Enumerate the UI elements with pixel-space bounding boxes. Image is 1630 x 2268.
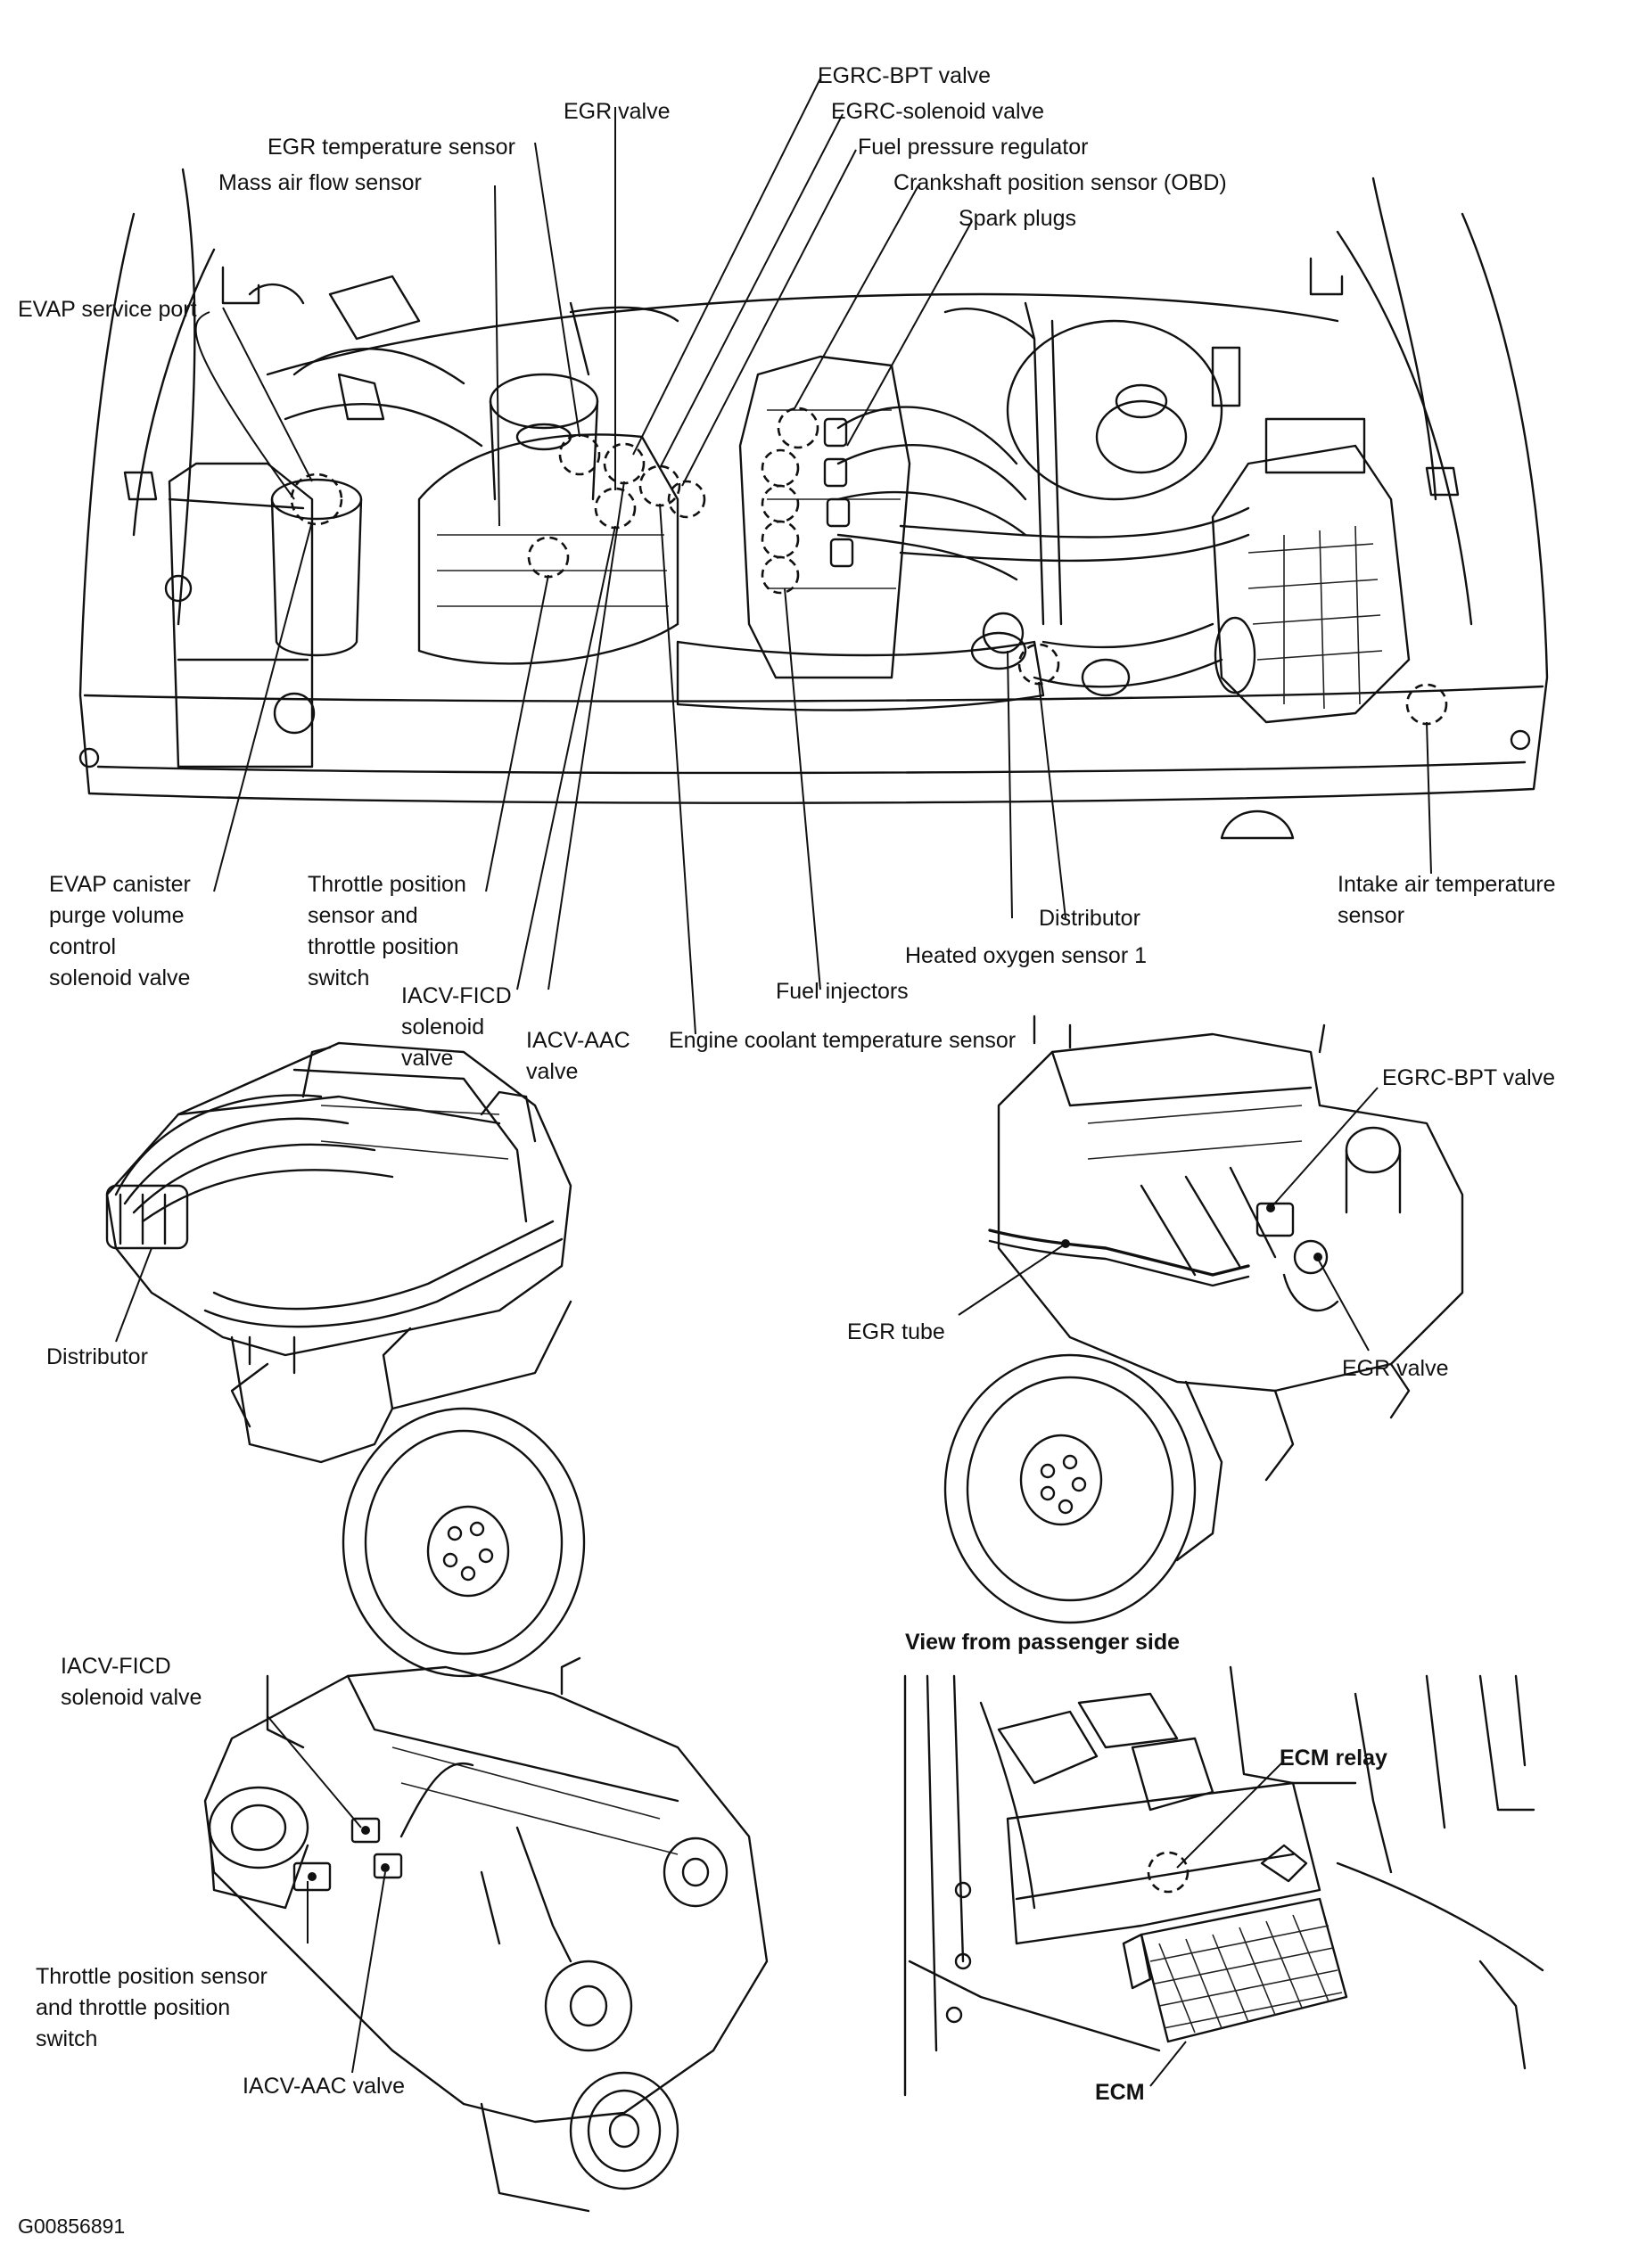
label-fuel-pressure-regulator: Fuel pressure regulator [858,135,1089,160]
engine-bay-leader-lines [194,78,1432,1035]
label-evap-service-port: EVAP service port [18,297,197,322]
label-egr-tube: EGR tube [847,1319,945,1344]
label-ecm: ECM [1095,2080,1145,2105]
figure-id: G00856891 [18,2215,126,2238]
label-iacv-aac-bottom: IACV-AAC valve [243,2074,406,2099]
label-crankshaft-position-sensor: Crankshaft position sensor (OBD) [893,170,1227,195]
label-egr-valve-right: EGR valve [1342,1356,1449,1381]
label-egrc-solenoid-valve: EGRC-solenoid valve [831,99,1044,124]
label-throttle-sensor-bottom: Throttle position sensor and throttle po… [36,1964,268,2051]
label-engine-coolant-temp: Engine coolant temperature sensor [669,1028,1017,1053]
label-spark-plugs: Spark plugs [959,206,1077,231]
engine-bottom-left-view [203,1656,769,2213]
label-distributor-left: Distributor [46,1344,148,1369]
label-fuel-injectors: Fuel injectors [776,979,909,1004]
label-egr-temperature-sensor: EGR temperature sensor [268,135,515,160]
engine-right-view [943,1015,1464,1624]
label-throttle-position-sensor: Throttle position sensor and throttle po… [308,872,466,990]
label-egrc-bpt-valve-right: EGRC-BPT valve [1382,1065,1556,1090]
label-iacv-ficd: IACV-FICD solenoid valve [401,983,512,1071]
label-intake-air-temperature: Intake air temperature sensor [1338,872,1556,928]
engine-bay-outline [78,168,1549,840]
label-ecm-relay: ECM relay [1280,1746,1387,1771]
engine-left-view [105,1041,586,1678]
label-evap-canister-purge: EVAP canister purge volume control solen… [49,872,191,990]
label-mass-air-flow-sensor: Mass air flow sensor [218,170,422,195]
label-iacv-ficd-bottom: IACV-FICD solenoid valve [61,1654,202,1710]
passenger-side-view [903,1665,1544,2097]
label-heated-oxygen-sensor: Heated oxygen sensor 1 [905,943,1148,968]
label-iacv-aac: IACV-AAC valve [526,1028,630,1084]
label-view-passenger-side: View from passenger side [905,1630,1180,1655]
label-egrc-bpt-valve: EGRC-BPT valve [818,63,992,88]
label-distributor-top: Distributor [1039,906,1140,931]
label-egr-valve: EGR valve [564,99,671,124]
